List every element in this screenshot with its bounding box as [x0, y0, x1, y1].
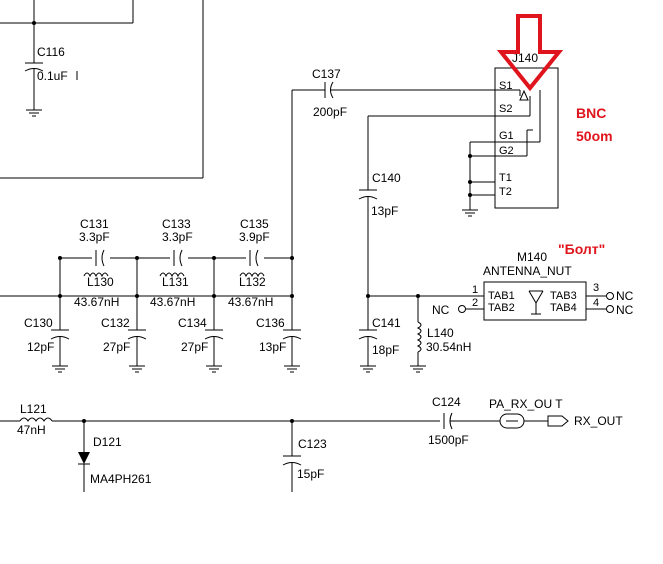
c116-value: 0.1uF: [37, 69, 68, 83]
nc-label-right-1: NC: [616, 289, 634, 303]
connector-j140: J140 S1 S2 G1 G2 T1 T2: [462, 51, 559, 217]
c134-ref: C134: [178, 316, 207, 330]
c130-value: 12pF: [27, 340, 54, 354]
c137-ref: C137: [312, 67, 341, 81]
m140-pin-tab4: TAB4: [550, 302, 577, 314]
c140-ref: C140: [372, 171, 401, 185]
antenna-match: C141 18pF L140 30.54nH M140 ANTENNA_NUT …: [358, 241, 634, 373]
l130-ref: L130: [87, 275, 114, 289]
ic-outline: [0, 0, 204, 179]
bnc-impedance-label: 50om: [576, 128, 613, 144]
d121-value: MA4PH261: [90, 472, 152, 486]
m140-ref: M140: [517, 250, 547, 264]
c133-ref: C133: [162, 217, 191, 231]
m140-pinnum-1: 1: [472, 284, 478, 296]
c132-ref: C132: [101, 316, 130, 330]
c131-value: 3.3pF: [79, 230, 110, 244]
c132-value: 27pF: [103, 340, 130, 354]
c136-ref: C136: [256, 316, 285, 330]
c124-value: 1500pF: [428, 433, 469, 447]
c140-value: 13pF: [371, 204, 398, 218]
c137-value: 200pF: [313, 105, 347, 119]
c123-ref: C123: [298, 437, 327, 451]
l130-value: 43.67nH: [74, 295, 119, 309]
c135-ref: C135: [240, 217, 269, 231]
m140-pin-tab3: TAB3: [550, 290, 577, 302]
l132-ref: L132: [239, 275, 266, 289]
j140-pin-s1: S1: [499, 80, 512, 92]
c124-ref: C124: [432, 395, 461, 409]
c141-value: 18pF: [372, 343, 399, 357]
c133-value: 3.3pF: [162, 230, 193, 244]
j140-pin-t2: T2: [499, 186, 512, 198]
l121-ref: L121: [20, 402, 47, 416]
j140-pin-s2: S2: [499, 103, 512, 115]
l131-value: 43.67nH: [150, 295, 195, 309]
capacitor-c116: C116 0.1uF: [24, 0, 78, 117]
c130-ref: C130: [24, 316, 53, 330]
l140-value: 30.54nH: [426, 340, 471, 354]
nc-label-left: NC: [432, 303, 450, 317]
red-arrow-icon: [496, 14, 564, 92]
d121-ref: D121: [93, 435, 122, 449]
l140-ref: L140: [427, 326, 454, 340]
m140-pinnum-3: 3: [593, 282, 599, 294]
m140-pinnum-4: 4: [593, 297, 599, 309]
m140-pin-tab2: TAB2: [488, 302, 515, 314]
c134-value: 27pF: [181, 340, 208, 354]
capacitor-c140: C140 13pF: [358, 115, 495, 296]
l121-value: 47nH: [17, 423, 46, 437]
c131-ref: C131: [80, 217, 109, 231]
nc-label-right-2: NC: [616, 303, 634, 317]
c136-value: 13pF: [259, 340, 286, 354]
l131-ref: L131: [162, 275, 189, 289]
bnc-label: BNC: [576, 105, 606, 121]
m140-pinnum-2: 2: [472, 297, 478, 309]
c116-ref: C116: [37, 45, 65, 59]
c135-value: 3.9pF: [239, 230, 270, 244]
c123-value: 15pF: [297, 467, 324, 481]
j140-ref: J140: [512, 51, 538, 65]
bolt-label: "Болт": [558, 241, 605, 257]
l132-value: 43.67nH: [228, 295, 273, 309]
j140-pin-g1: G1: [499, 130, 514, 142]
j140-pin-g2: G2: [499, 145, 514, 157]
rx-out-label: RX_OUT: [574, 414, 623, 428]
c141-ref: C141: [372, 316, 401, 330]
m140-pin-tab1: TAB1: [488, 290, 515, 302]
lowpass-filter: C131 3.3pF C133 3.3pF C135 3.9pF L130 43…: [0, 217, 302, 373]
m140-value: ANTENNA_NUT: [483, 264, 572, 278]
j140-pin-t1: T1: [499, 172, 512, 184]
pa-rx-out-label: PA_RX_OU T: [489, 397, 563, 411]
rx-path: L121 47nH D121 MA4PH261 C123 15pF C124 1…: [0, 395, 623, 492]
